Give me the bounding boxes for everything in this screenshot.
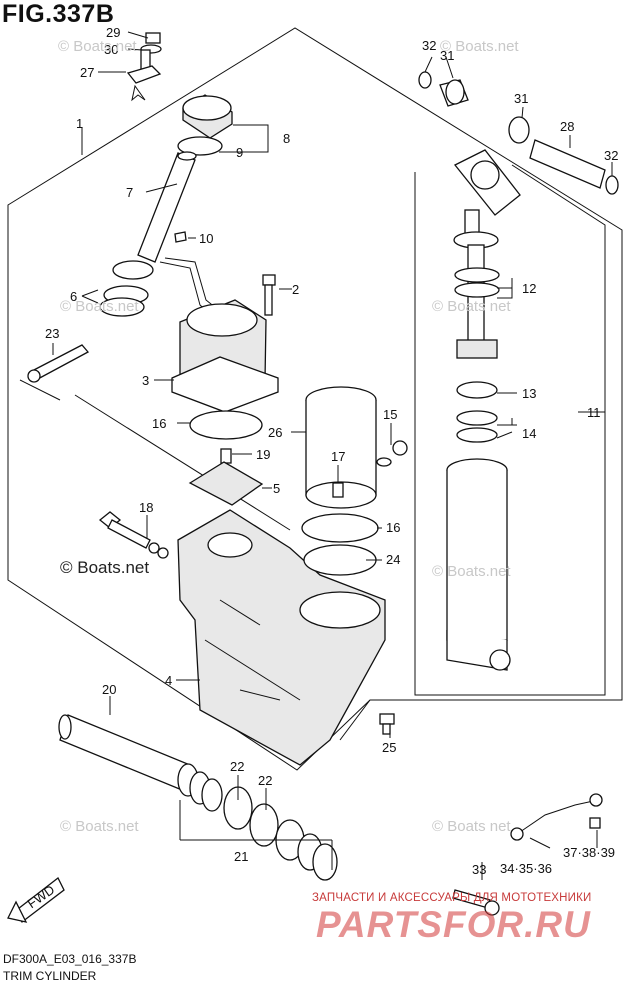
fwd-arrow-icon: FWD bbox=[7, 877, 65, 923]
callout-1: 1 bbox=[76, 116, 83, 131]
callout-37-38-39: 37·38·39 bbox=[563, 845, 615, 860]
top-bolt-part bbox=[126, 32, 162, 102]
rings-21-22 bbox=[177, 763, 338, 881]
cylinder-11 bbox=[446, 149, 521, 671]
assembly-outline bbox=[7, 27, 623, 771]
callout-11: 11 bbox=[587, 405, 601, 420]
bolt-2 bbox=[262, 274, 276, 316]
callout-33: 33 bbox=[472, 862, 486, 877]
callout-10: 10 bbox=[199, 231, 213, 246]
o-ring-16a bbox=[189, 410, 263, 440]
callout-26: 26 bbox=[268, 425, 282, 440]
callout-32a: 32 bbox=[422, 38, 436, 53]
callout-13: 13 bbox=[522, 386, 536, 401]
watermark: © Boats.net bbox=[440, 38, 519, 55]
figure-title: FIG.337B bbox=[2, 0, 115, 28]
watermark: © Boats.net bbox=[432, 563, 511, 580]
brand-logo: PARTSFOR.RU bbox=[316, 904, 591, 945]
callout-28: 28 bbox=[560, 119, 574, 134]
callout-21: 21 bbox=[234, 849, 248, 864]
valve-23 bbox=[27, 344, 90, 383]
brand-caption: ЗАПЧАСТИ И АКСЕССУАРЫ ДЛЯ МОТОТЕХНИКИ bbox=[312, 892, 592, 904]
callout-3: 3 bbox=[142, 373, 149, 388]
ground-wire-33-39 bbox=[452, 793, 603, 916]
callout-20: 20 bbox=[102, 682, 116, 697]
motor-part bbox=[159, 257, 279, 413]
pump-housing-4 bbox=[177, 509, 386, 766]
watermark: © Boats.net bbox=[60, 298, 139, 315]
callout-9: 9 bbox=[236, 145, 243, 160]
screw-25 bbox=[379, 713, 395, 735]
tube-part bbox=[137, 151, 197, 263]
watermark: © Boats net bbox=[432, 818, 511, 835]
plate-5 bbox=[188, 461, 264, 506]
callout-25: 25 bbox=[382, 740, 396, 755]
callout-27: 27 bbox=[80, 65, 94, 80]
callout-4: 4 bbox=[165, 673, 172, 688]
callout-numbers: 1 2 3 4 5 6 7 8 9 10 11 12 13 14 15 16 1… bbox=[45, 25, 618, 877]
shaft-20 bbox=[58, 714, 191, 791]
callout-24: 24 bbox=[386, 552, 400, 567]
callout-15: 15 bbox=[383, 407, 397, 422]
callout-22b: 22 bbox=[258, 773, 272, 788]
screw-17 bbox=[332, 482, 344, 498]
seal-16b bbox=[301, 513, 379, 543]
callout-34-35-36: 34·35·36 bbox=[500, 861, 552, 876]
callout-16a: 16 bbox=[152, 416, 166, 431]
callout-5: 5 bbox=[273, 481, 280, 496]
callout-32b: 32 bbox=[604, 148, 618, 163]
pin-28-bushings bbox=[418, 71, 619, 195]
callout-16b: 16 bbox=[386, 520, 400, 535]
callout-8: 8 bbox=[283, 131, 290, 146]
o-rings-6 bbox=[99, 260, 154, 317]
callout-18: 18 bbox=[139, 500, 153, 515]
callout-29: 29 bbox=[106, 25, 120, 40]
ring-24 bbox=[303, 544, 377, 576]
filter-19 bbox=[220, 448, 232, 464]
boats-net-watermark: © Boats.net bbox=[60, 558, 150, 577]
callout-7: 7 bbox=[126, 185, 133, 200]
watermark: © Boats.net bbox=[58, 38, 137, 55]
pin-part bbox=[174, 231, 187, 243]
callout-23: 23 bbox=[45, 326, 59, 341]
figure-name: TRIM CYLINDER bbox=[3, 969, 97, 983]
callout-12: 12 bbox=[522, 281, 536, 296]
leader-lines bbox=[52, 31, 613, 880]
reservoir-cap-part bbox=[177, 94, 233, 156]
plug-15 bbox=[376, 440, 408, 467]
callout-17: 17 bbox=[331, 449, 345, 464]
watermark: © Boats net bbox=[432, 298, 511, 315]
callout-22a: 22 bbox=[230, 759, 244, 774]
callout-19: 19 bbox=[256, 447, 270, 462]
valve-18 bbox=[98, 511, 169, 559]
callout-30: 30 bbox=[104, 42, 118, 57]
watermark: © Boats.net bbox=[60, 818, 139, 835]
callout-14: 14 bbox=[522, 426, 536, 441]
callout-6: 6 bbox=[70, 289, 77, 304]
callout-31b: 31 bbox=[514, 91, 528, 106]
callout-2: 2 bbox=[292, 282, 299, 297]
callout-31a: 31 bbox=[440, 48, 454, 63]
figure-code: DF300A_E03_016_337B bbox=[3, 952, 137, 966]
